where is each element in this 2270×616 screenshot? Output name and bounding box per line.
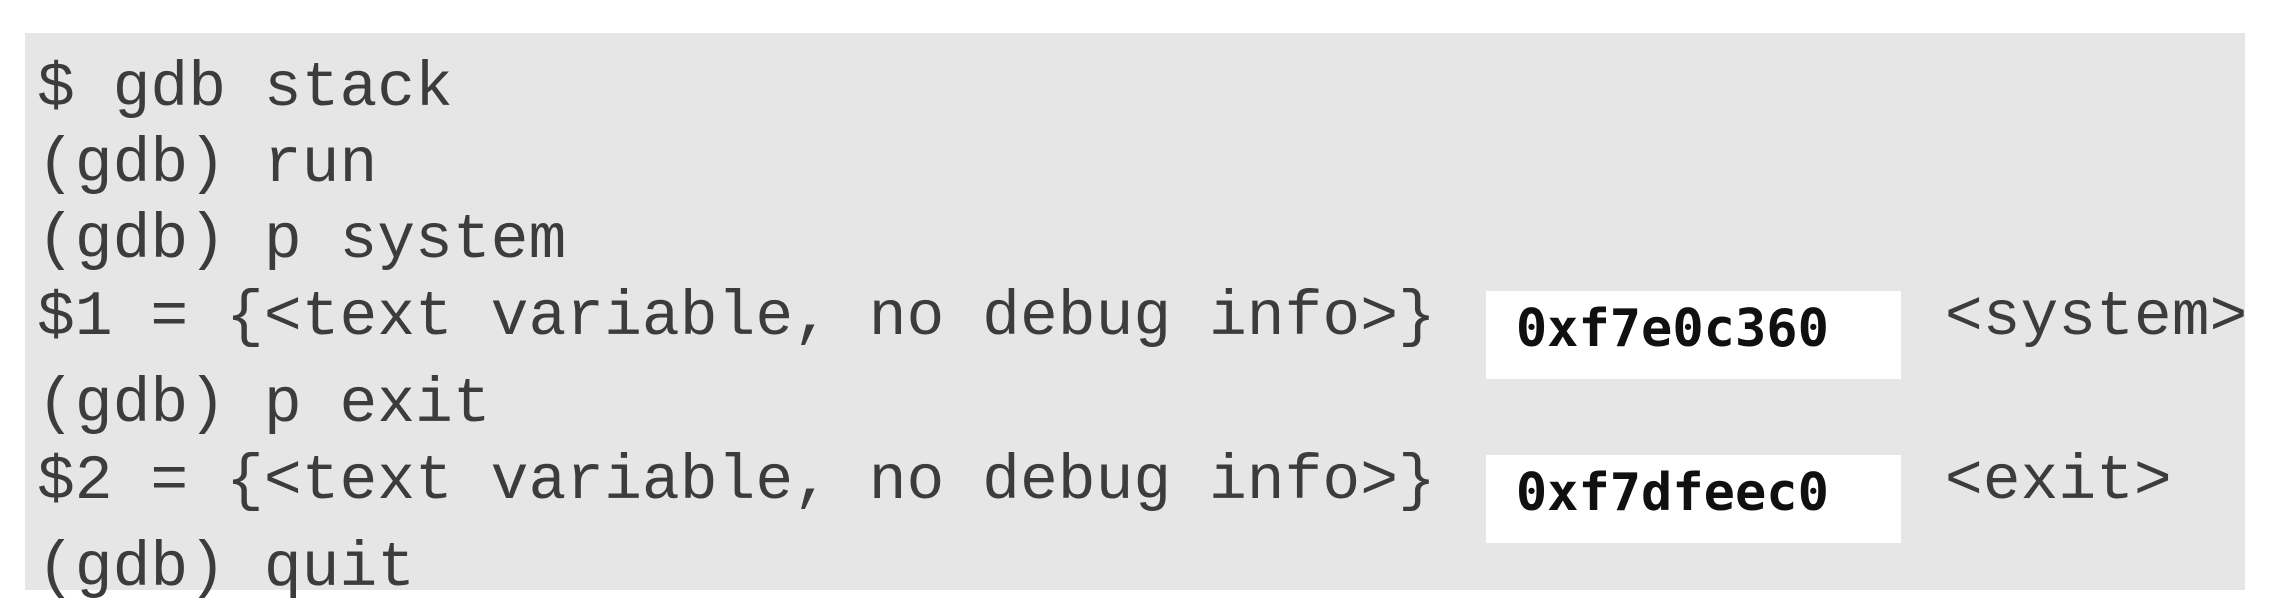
command-text: (gdb) quit (37, 533, 416, 604)
address-highlight-exit: 0xf7dfeec0 (1485, 455, 1901, 543)
address-highlight-system: 0xf7e0c360 (1485, 291, 1901, 379)
command-text: (gdb) p system (37, 205, 567, 276)
output-prefix: $2 = {<text variable, no debug info>} (37, 446, 1436, 517)
symbol-name-exit: <exit> (1944, 446, 2172, 517)
line-gdb-p-exit: (gdb) p exit (37, 367, 2245, 443)
command-text: (gdb) p exit (37, 369, 491, 440)
line-gdb-launch: $ gdb stack (37, 51, 2245, 127)
line-output-system: $1 = {<text variable, no debug info>} 0xf… (37, 279, 2248, 379)
gdb-terminal-output: $ gdb stack (gdb) run (gdb) p system $1 … (25, 33, 2248, 604)
command-text: $ gdb stack (37, 53, 453, 124)
line-gdb-quit: (gdb) quit (37, 531, 2245, 607)
output-prefix: $1 = {<text variable, no debug info>} (37, 282, 1436, 353)
symbol-name-system: <system> (1944, 282, 2248, 353)
line-gdb-p-system: (gdb) p system (37, 203, 2245, 279)
command-text: (gdb) run (37, 129, 378, 200)
line-gdb-run: (gdb) run (37, 127, 2245, 203)
line-output-exit: $2 = {<text variable, no debug info>} 0xf… (37, 443, 2245, 543)
